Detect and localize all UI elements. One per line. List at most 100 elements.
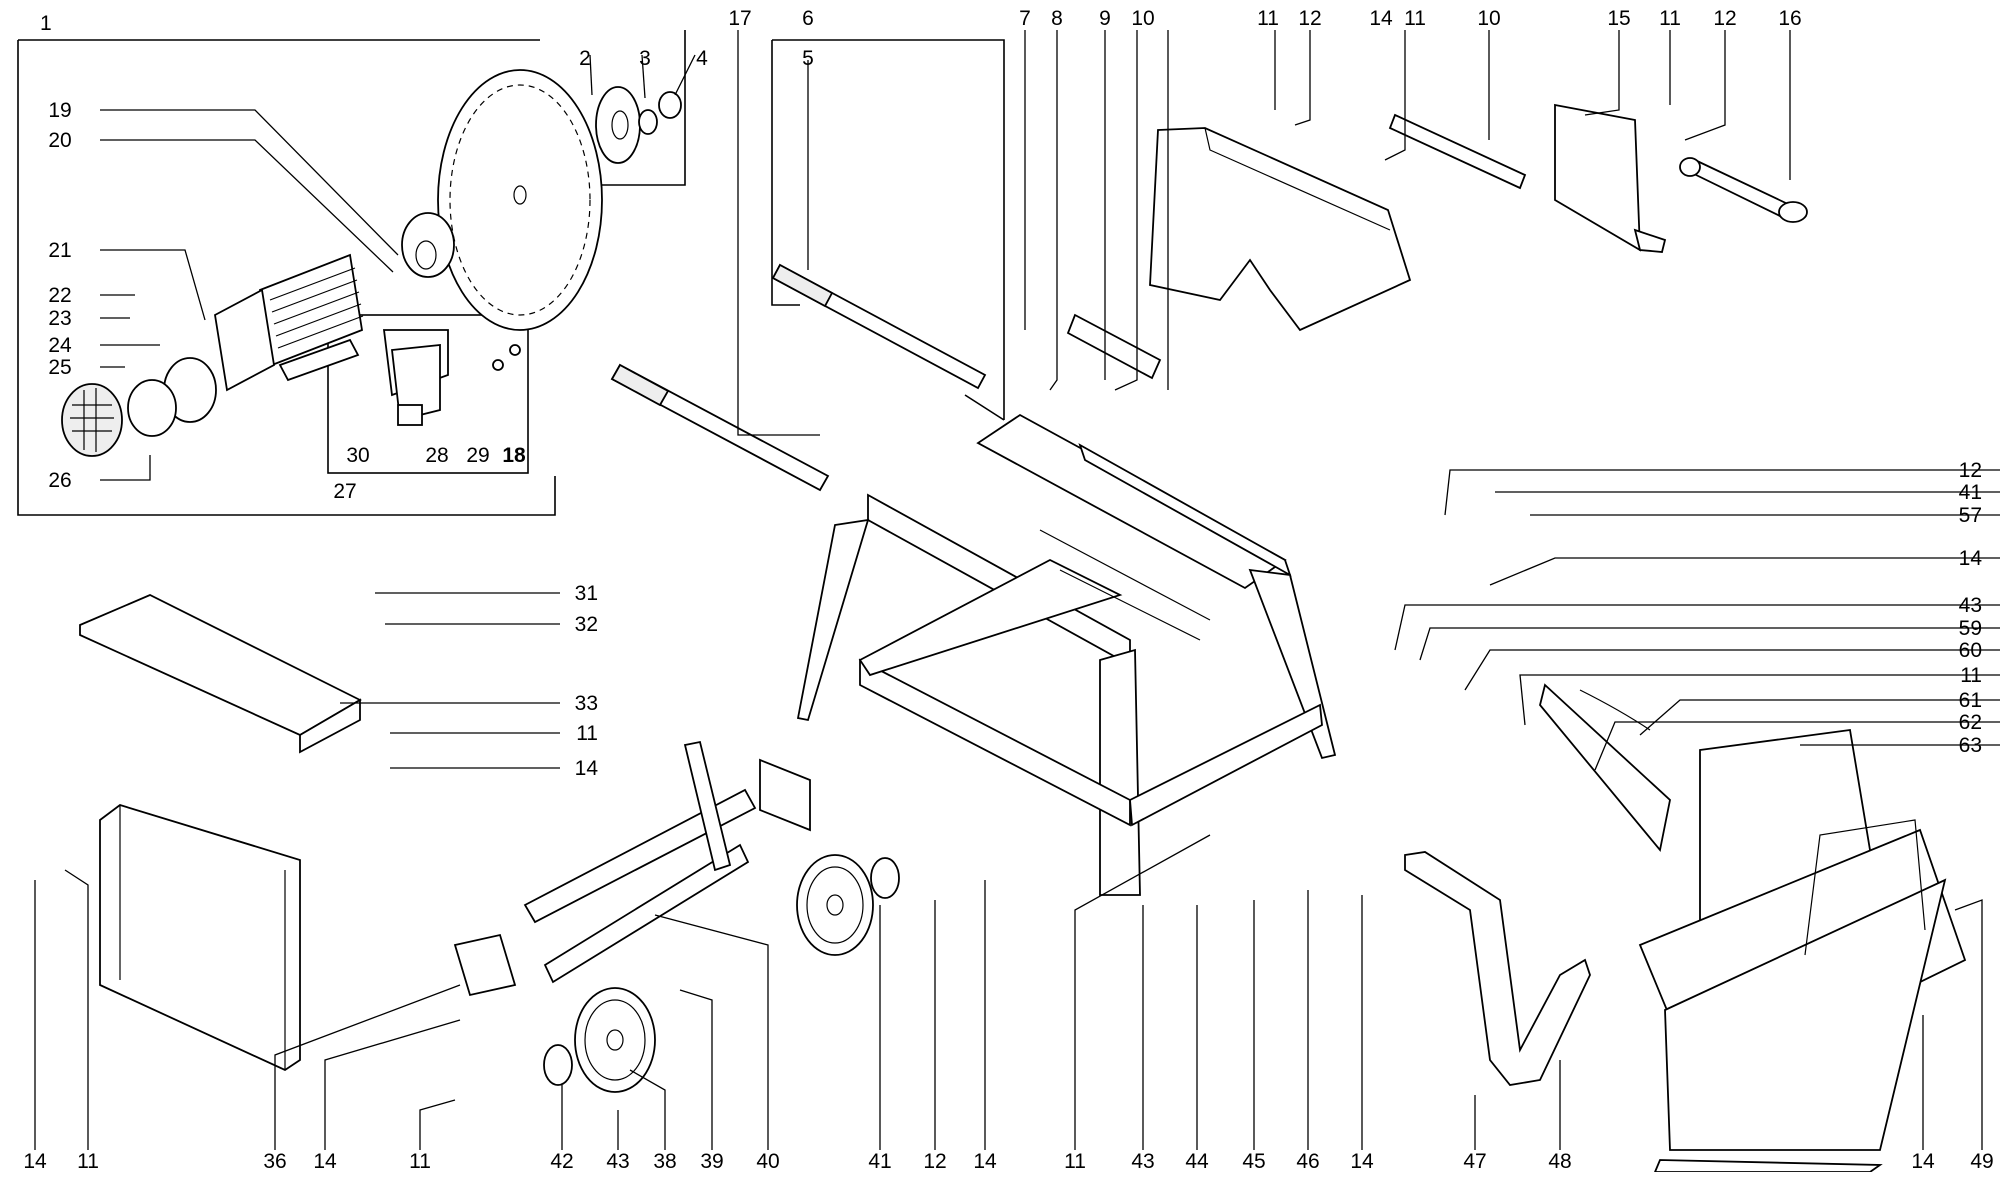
callout-label: 4 [696,47,708,70]
callout-label: 12 [1713,7,1736,30]
wheel-lower [543,987,656,1093]
switch-subgroup-frame [327,314,529,474]
tube-group-frame [771,39,1005,421]
callout-label: 49 [1970,1150,1993,1172]
callout-label: 1 [40,12,52,35]
callout-label: 20 [48,129,71,152]
callout-label: 29 [466,444,489,467]
callout-label: 14 [973,1150,997,1172]
callout-label: 11 [1257,7,1279,30]
callout-label: 43 [1131,1150,1154,1172]
small-bracket [1066,313,1162,380]
callout-label: 14 [313,1150,337,1172]
callout-label: 31 [575,582,598,605]
switch-assembly [382,329,521,426]
callout-label: 12 [1298,7,1321,30]
callout-label: 60 [1959,639,1982,662]
top-callouts: 1 17 6 7 8 9 10 11 12 14 11 10 15 11 12 … [40,7,1802,35]
callout-label: 21 [48,239,71,262]
spring-arm [1539,683,1671,853]
callout-label: 15 [1607,7,1630,30]
callout-label: 18 [502,444,526,467]
callout-label: 46 [1296,1150,1319,1172]
wheel-upper [796,854,900,956]
callout-label: 23 [48,307,71,330]
callout-label: 14 [23,1150,47,1172]
callout-label: 14 [1369,7,1393,30]
push-frame [1638,819,1967,1173]
callout-label: 61 [1959,689,1982,712]
motor-group-callouts: 2 3 4 19 20 21 22 23 24 25 26 5 30 28 29… [48,47,814,503]
tube-upper [771,263,987,390]
callout-label: 19 [48,99,71,122]
guard-plate [1554,103,1667,253]
callout-label: 43 [606,1150,629,1172]
stand-frame [796,413,1337,896]
callout-label: 6 [802,7,814,30]
callout-label: 45 [1242,1150,1265,1172]
callout-label: 40 [756,1150,779,1172]
callout-label: 57 [1959,504,1982,527]
motor [61,212,455,457]
bottom-callouts: 14 11 36 14 11 42 43 38 39 40 41 12 14 1… [23,1150,1993,1173]
callout-label: 12 [1959,459,1982,482]
callout-label: 16 [1778,7,1801,30]
callout-label: 41 [1959,481,1982,504]
axle-assembly [453,740,757,997]
callout-label: 41 [868,1150,891,1172]
callout-label: 63 [1959,734,1982,757]
callout-label: 11 [1064,1150,1086,1172]
callout-label: 11 [1659,7,1681,30]
tube-lower [610,363,830,492]
callout-label: 14 [1959,547,1983,570]
callout-label: 28 [425,444,448,467]
callout-label: 25 [48,356,71,379]
callout-label: 36 [263,1150,286,1172]
side-panel [99,804,301,1072]
leader-lines [34,30,2000,1150]
callout-label: 48 [1548,1150,1571,1172]
callout-label: 11 [1960,664,1982,687]
callout-label: 47 [1463,1150,1486,1172]
callout-label: 14 [1350,1150,1374,1172]
callout-label: 9 [1099,7,1111,30]
callout-label: 27 [333,480,356,503]
callout-label: 43 [1959,594,1982,617]
callout-label: 17 [728,7,751,30]
callout-label: 11 [409,1150,431,1172]
wrench [1679,157,1808,223]
callout-label: 62 [1959,711,1982,734]
callout-label: 12 [923,1150,946,1172]
callout-label: 44 [1185,1150,1209,1172]
callout-label: 10 [1131,7,1154,30]
tilt-arm [1404,851,1591,1086]
right-callouts: 12 41 57 14 43 59 60 11 61 62 63 [1959,459,1983,757]
callout-label: 26 [48,469,71,492]
callout-label: 14 [1911,1150,1935,1172]
callout-label: 11 [77,1150,99,1172]
callout-label: 7 [1019,7,1031,30]
callout-label: 24 [48,334,72,357]
callout-label: 22 [48,284,71,307]
callout-label: 32 [575,613,598,636]
callout-label: 39 [700,1150,723,1172]
callout-label: 10 [1477,7,1500,30]
axle-bracket [759,758,811,832]
callout-label: 2 [579,47,591,70]
callout-label: 5 [802,47,814,70]
saw-blade [437,69,603,331]
bracket-strip [1388,113,1527,190]
blade-flange [595,86,682,164]
callout-label: 42 [550,1150,573,1172]
callout-label: 14 [575,757,599,780]
callout-label: 3 [639,47,651,70]
callout-label: 59 [1959,617,1982,640]
callout-label: 30 [346,444,369,467]
callout-label: 33 [575,692,598,715]
table-rail [79,594,362,754]
callout-label: 38 [653,1150,676,1172]
callout-label: 11 [576,722,598,745]
callout-label: 8 [1051,7,1063,30]
